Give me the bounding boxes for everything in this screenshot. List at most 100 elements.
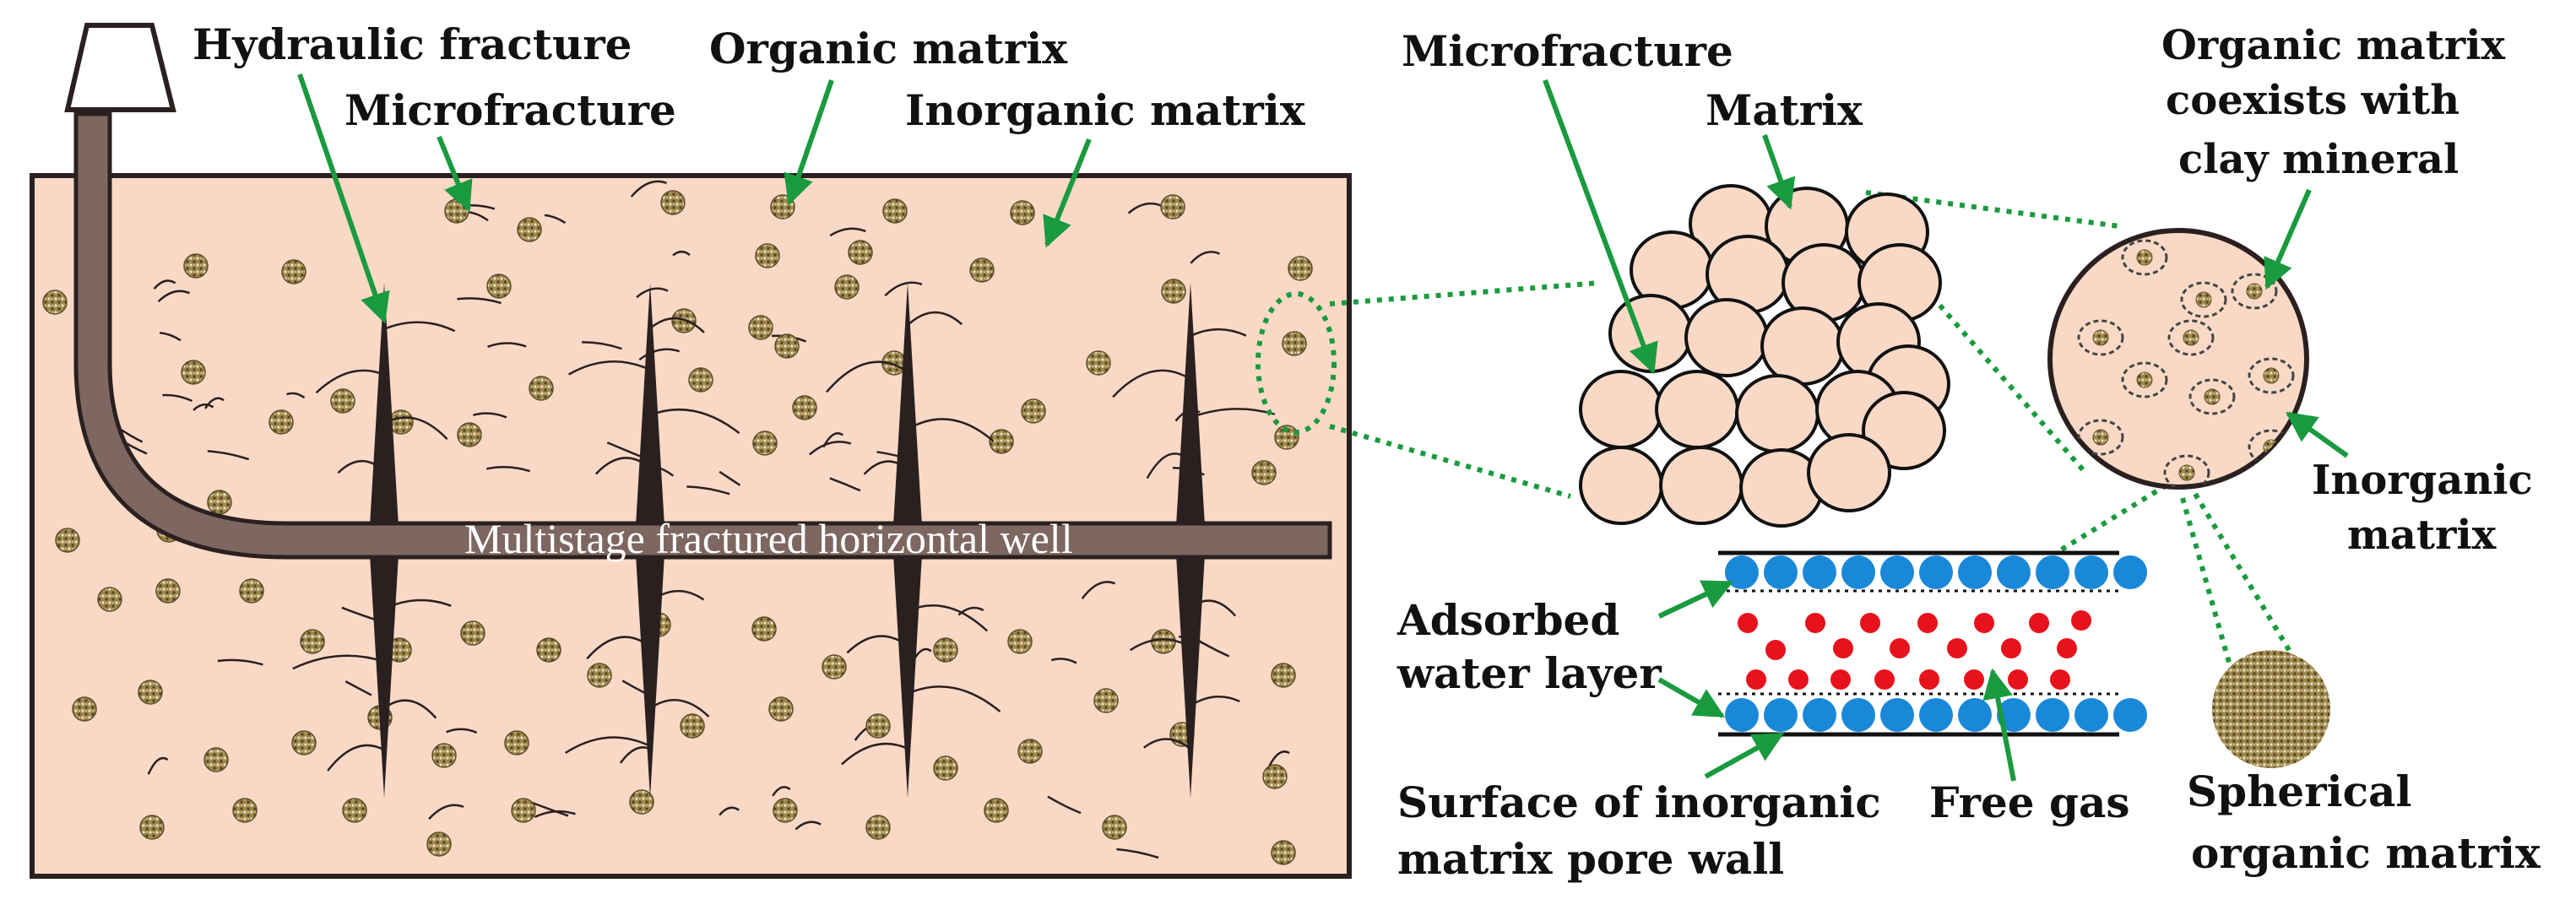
gas-molecule [1738,613,1758,633]
water-molecule [1880,555,1914,589]
water-molecule [1919,555,1953,589]
organic-particle [504,730,529,756]
zoom-ellipse [1255,291,1337,435]
microfracture [829,477,861,492]
label-organic-coexist-2: coexists with [2166,77,2459,124]
microfracture [428,804,464,820]
adsorbed-water-bottom [1725,698,2147,732]
clay-mineral-shell [2121,361,2168,398]
organic-particle [1274,425,1299,450]
water-molecule [1841,698,1875,732]
label-surface-2: matrix pore wall [1397,834,1784,884]
organic-particle [688,367,713,393]
organic-particle [2136,249,2153,266]
organic-particle [457,422,482,447]
label-free-gas: Free gas [1929,777,2130,827]
organic-particle [933,756,958,781]
microfracture [147,756,169,775]
label-inorganic-right-1: Inorganic [2312,457,2533,504]
label-inorganic-right-2: matrix [2347,512,2497,559]
organic-particle [511,798,536,823]
fracture-branch [649,409,740,435]
label-microfracture-left: Microfracture [344,85,676,135]
organic-particle [748,315,773,340]
water-molecule [1803,698,1836,732]
gas-molecule [2001,638,2021,658]
arrow-hydraulic-fracture [297,73,390,324]
fracture-branch [1190,408,1276,419]
organic-particle [155,578,181,604]
arrow-organic-matrix [784,79,834,206]
fracture-branch [568,360,651,376]
microfracture [446,728,478,734]
microfracture [153,279,176,290]
organic-particle [1161,279,1186,304]
microfracture [344,680,372,696]
fracture-branch [649,699,710,718]
fracture-branch [907,311,963,327]
microfracture [1050,658,1077,664]
fracture-branch [907,604,989,632]
fracture-branch [383,416,448,441]
water-molecule [1725,698,1759,732]
arrow-free-gas [1982,668,2016,782]
organic-particle [1288,256,1313,281]
microfracture [486,466,530,473]
microfracture [686,485,730,496]
matrix-grain [1735,374,1819,453]
organic-particle [1021,398,1046,424]
microfracture [162,393,193,403]
pore-channel [1718,550,2147,737]
arrow-adsorbed-top [1657,580,1734,619]
organic-particle [1160,194,1185,219]
microfracture [719,470,741,486]
gas-molecule [1974,613,1994,633]
water-molecule [2036,698,2069,732]
organic-particle [183,253,209,279]
water-molecule [1997,555,2031,589]
fracture-branch [846,635,908,654]
arrow-microfracture [437,135,473,213]
organic-particle [1102,815,1127,840]
organic-particle [2195,291,2212,308]
fracture-branch [1112,369,1191,398]
microfracture [1116,848,1159,859]
fracture-branch [594,457,651,475]
organic-particle [536,637,561,663]
arrow-microfracture-mid [1543,79,1658,375]
gas-molecule [1874,669,1895,690]
fracture-branch [1146,452,1191,479]
organic-particle [2204,388,2221,405]
microfracture [473,412,507,419]
matrix-grain [1760,306,1845,386]
organic-particle [882,198,908,224]
organic-particle [629,789,654,815]
fracture-branch [292,654,385,670]
gas-molecule [1765,640,1786,660]
clay-mineral-shell [2180,281,2227,318]
matrix-grain [1807,433,1891,512]
spherical-organic-ball [2212,650,2330,768]
microfracture [1047,795,1082,815]
fracture-branch [907,685,1001,712]
matrix-grain [1579,370,1663,449]
label-surface-1: Surface of inorganic [1397,777,1881,827]
arrow-inorganic-matrix [1043,138,1092,248]
clay-mineral-shell [2077,419,2124,456]
label-organic-matrix: Organic matrix [709,24,1068,73]
water-molecule [1919,698,1953,732]
organic-particle [207,490,232,515]
matrix-grain [1579,446,1663,525]
water-molecule [2036,555,2069,589]
organic-particle [1271,663,1296,688]
water-molecule [1841,555,1875,589]
organic-particle [984,798,1009,823]
gas-molecule [2029,613,2049,633]
clay-mineral-shell [2077,319,2124,356]
organic-particle [460,620,485,646]
microfracture [207,450,250,461]
organic-particle [1093,688,1119,713]
microfracture [808,441,852,456]
arrow-organic-coexist [2264,188,2312,290]
